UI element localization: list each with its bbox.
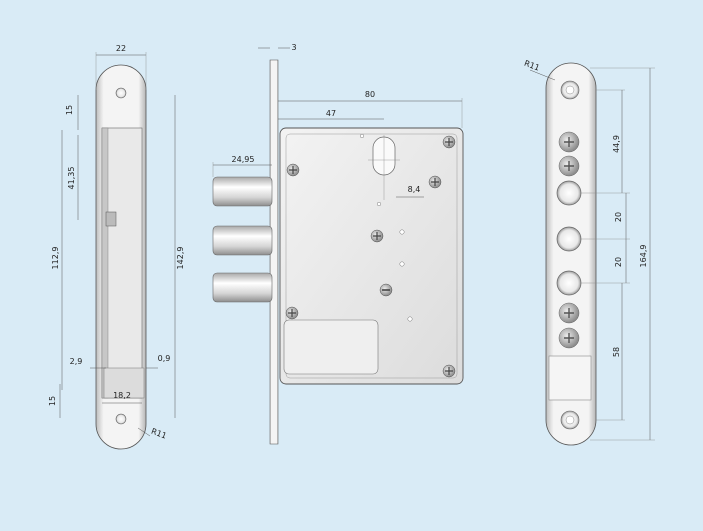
right-dim-b-label: 20 — [614, 212, 623, 222]
screw-bottom-left — [285, 306, 299, 320]
center-view: 3 80 47 24,95 8,4 — [212, 43, 464, 445]
left-radius-label: R11 — [150, 427, 168, 441]
left-follower-block — [105, 211, 117, 227]
screw-slot — [379, 283, 393, 297]
center-backset-label: 47 — [326, 109, 336, 118]
right-pin-3 — [558, 302, 580, 324]
left-view: 22 15 41,35 112,9 142,9 2,9 0,9 15 18,2 … — [48, 44, 185, 450]
left-dim-f-label: 18,2 — [113, 391, 131, 400]
left-dim-e-label: 0,9 — [158, 354, 171, 363]
right-overall-label: 164,9 — [639, 245, 648, 268]
center-plate-thickness-label: 3 — [291, 43, 296, 52]
right-view: R11 44,9 20 20 58 164,9 — [523, 59, 655, 446]
right-top-hole-inner — [565, 85, 575, 95]
left-top-hole — [115, 87, 127, 99]
right-bolt-hole-2 — [556, 226, 582, 252]
left-lower-block — [103, 367, 145, 399]
left-top-offset-label: 15 — [65, 105, 74, 115]
bolt-2 — [212, 225, 273, 256]
screw-top-right — [442, 135, 456, 149]
left-case-edge — [101, 127, 109, 399]
pin-hole-1 — [399, 229, 405, 235]
right-pin-2 — [558, 155, 580, 177]
left-dim-c-label: 142,9 — [176, 247, 185, 270]
right-bolt-hole-3 — [556, 270, 582, 296]
left-dim-d-label: 2,9 — [70, 357, 83, 366]
left-case-profile — [101, 127, 143, 399]
lock-case-inner — [285, 133, 458, 379]
right-pin-1 — [558, 131, 580, 153]
left-dim-a-label: 41,35 — [67, 167, 76, 190]
bolt-3 — [212, 272, 273, 303]
lock-cover-step — [283, 319, 379, 375]
screw-bottom-right — [442, 364, 456, 378]
left-bottom-offset-label: 15 — [48, 396, 57, 406]
right-pin-4 — [558, 327, 580, 349]
right-latch-window — [548, 355, 592, 401]
right-bottom-hole-inner — [565, 415, 575, 425]
pin-hole-5 — [376, 201, 382, 207]
pin-hole-2 — [399, 261, 405, 267]
screw-center — [370, 229, 384, 243]
left-bottom-hole — [115, 413, 127, 425]
left-dim-b-label: 112,9 — [51, 247, 60, 270]
right-dim-d-label: 58 — [612, 347, 621, 357]
center-bolt-label: 24,95 — [232, 155, 255, 164]
left-width-label: 22 — [116, 44, 126, 53]
bolt-1 — [212, 176, 273, 207]
pin-hole-3 — [407, 316, 413, 322]
center-overall-label: 80 — [365, 90, 375, 99]
pin-hole-4 — [359, 133, 365, 139]
screw-right — [428, 175, 442, 189]
right-bolt-hole-1 — [556, 180, 582, 206]
right-dim-a-label: 44,9 — [612, 135, 621, 153]
center-slot-label: 8,4 — [408, 185, 421, 194]
screw-top-left — [286, 163, 300, 177]
right-dim-c-label: 20 — [614, 257, 623, 267]
